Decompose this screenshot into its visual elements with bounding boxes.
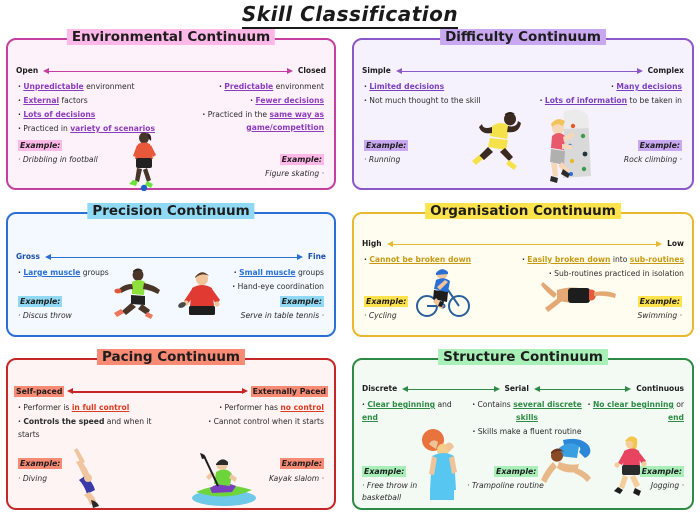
example-text-left-difficulty: · Running — [364, 155, 401, 164]
panel-title-precision: Precision Continuum — [87, 203, 255, 219]
bullet-list-middle-structure: · Contains several discrete skills · Ski… — [472, 400, 582, 436]
example-label-left-environmental: Example: — [18, 140, 63, 151]
panel-title-difficulty: Difficulty Continuum — [440, 29, 606, 45]
panel-title-environmental: Environmental Continuum — [66, 29, 276, 45]
panel-title-pacing: Pacing Continuum — [96, 349, 246, 365]
bullet-list-left-pacing: · Performer is in full control · Control… — [18, 403, 152, 439]
bullet-list-left-precision: · Large muscle groups — [18, 268, 109, 277]
example-label-right-precision: Example: — [279, 296, 324, 307]
bullet-list-right-environmental: · Predictable environment · Fewer decisi… — [202, 82, 324, 132]
pole-right-structure: Continuous — [636, 384, 685, 393]
continuum-axis-environmental: Open Closed — [14, 66, 328, 76]
example-text-left-structure: · Free throw in basketball — [362, 481, 418, 502]
bullet-list-left-organisation: · Cannot be broken down — [364, 255, 472, 264]
example-text-right-difficulty: Rock climbing · — [623, 155, 682, 164]
panel-precision-continuum: Precision Continuum Gross Fine · Large m… — [6, 203, 336, 337]
pole-right-precision: Fine — [307, 252, 326, 261]
example-label-left-organisation: Example: — [364, 296, 409, 307]
pole-right-environmental: Closed — [297, 66, 326, 75]
pole-right-difficulty: Complex — [647, 66, 684, 75]
continuum-axis-structure: Discrete Serial Continuous — [360, 384, 686, 394]
example-label-left-pacing: Example: — [18, 458, 63, 469]
bullet-list-right-structure: · No clear beginning or end — [587, 400, 684, 422]
double-arrow-icon — [67, 387, 248, 396]
pole-left-structure: Discrete — [362, 384, 398, 393]
bullet-list-right-difficulty: · Many decisions · Lots of information t… — [539, 82, 682, 105]
pole-left-pacing: Self-paced — [14, 386, 65, 397]
double-arrow-icon — [386, 240, 663, 249]
example-label-left-structure: Example: — [362, 466, 407, 477]
double-arrow-icon — [402, 385, 500, 394]
example-text-left-precision: · Discus throw — [18, 311, 72, 320]
panel-title-organisation: Organisation Continuum — [425, 203, 621, 219]
bullet-list-right-pacing: · Performer has no control · Cannot cont… — [208, 403, 324, 426]
example-text-right-pacing: Kayak slalom · — [268, 474, 324, 483]
pole-left-difficulty: Simple — [362, 66, 391, 75]
bullet-list-left-environmental: · Unpredictable environment · External f… — [18, 82, 155, 133]
pole-right-organisation: Low — [667, 239, 684, 248]
example-label-middle-structure: Example: — [494, 466, 539, 477]
continuum-axis-difficulty: Simple Complex — [360, 66, 686, 76]
continuum-axis-precision: Gross Fine — [14, 252, 328, 262]
example-label-right-difficulty: Example: — [637, 140, 682, 151]
pole-left-precision: Gross — [16, 252, 40, 261]
example-text-right-structure: Jogging · — [650, 481, 684, 490]
example-text-middle-structure: · Trampoline routine — [467, 481, 544, 490]
bullet-list-right-precision: · Small muscle groups · Hand-eye coordin… — [232, 268, 324, 291]
double-arrow-icon — [395, 67, 643, 76]
example-label-left-difficulty: Example: — [364, 140, 409, 151]
panel-environmental-continuum: Environmental Continuum Open Closed · Un… — [6, 29, 336, 191]
example-text-left-environmental: · Dribbling in football — [18, 155, 98, 164]
example-label-right-environmental: Example: — [279, 154, 324, 165]
bullet-list-left-difficulty: · Limited decisions · Not much thought t… — [364, 82, 481, 105]
page-title: Skill Classification — [0, 2, 700, 29]
pole-left-organisation: High — [362, 239, 382, 248]
example-label-right-pacing: Example: — [279, 458, 324, 469]
continuum-axis-pacing: Self-paced Externally Paced — [14, 386, 328, 397]
panel-structure-continuum: Structure Continuum Discrete Serial Cont… — [352, 349, 694, 510]
pole-right-pacing: Externally Paced — [250, 386, 328, 397]
panel-organisation-continuum: Organisation Continuum High Low · Cannot… — [352, 203, 694, 337]
bullet-list-right-organisation: · Easily broken down into sub-routines ·… — [521, 255, 684, 278]
double-arrow-icon — [533, 385, 632, 394]
example-label-left-precision: Example: — [18, 296, 63, 307]
pole-middle-structure: Serial — [504, 384, 529, 393]
example-text-left-pacing: · Diving — [18, 474, 48, 483]
panel-title-structure: Structure Continuum — [438, 349, 608, 365]
pole-left-environmental: Open — [16, 66, 39, 75]
example-label-right-organisation: Example: — [637, 296, 682, 307]
continuum-axis-organisation: High Low — [360, 239, 686, 249]
double-arrow-icon — [43, 67, 293, 76]
example-label-right-structure: Example: — [639, 466, 684, 477]
bullet-list-left-structure: · Clear beginning and end — [362, 400, 452, 422]
rock-climber-figure — [550, 109, 591, 183]
double-arrow-icon — [44, 253, 303, 262]
panel-difficulty-continuum: Difficulty Continuum Simple Complex · Li… — [352, 29, 694, 190]
example-text-right-environmental: Figure skating · — [265, 169, 324, 178]
page-title-text: Skill Classification — [241, 2, 459, 29]
example-text-right-organisation: Swimming · — [637, 311, 682, 320]
example-text-left-organisation: · Cycling — [364, 311, 397, 320]
example-text-right-precision: Serve in table tennis · — [240, 311, 324, 320]
panel-pacing-continuum: Pacing Continuum Self-paced Externally P… — [6, 349, 336, 510]
